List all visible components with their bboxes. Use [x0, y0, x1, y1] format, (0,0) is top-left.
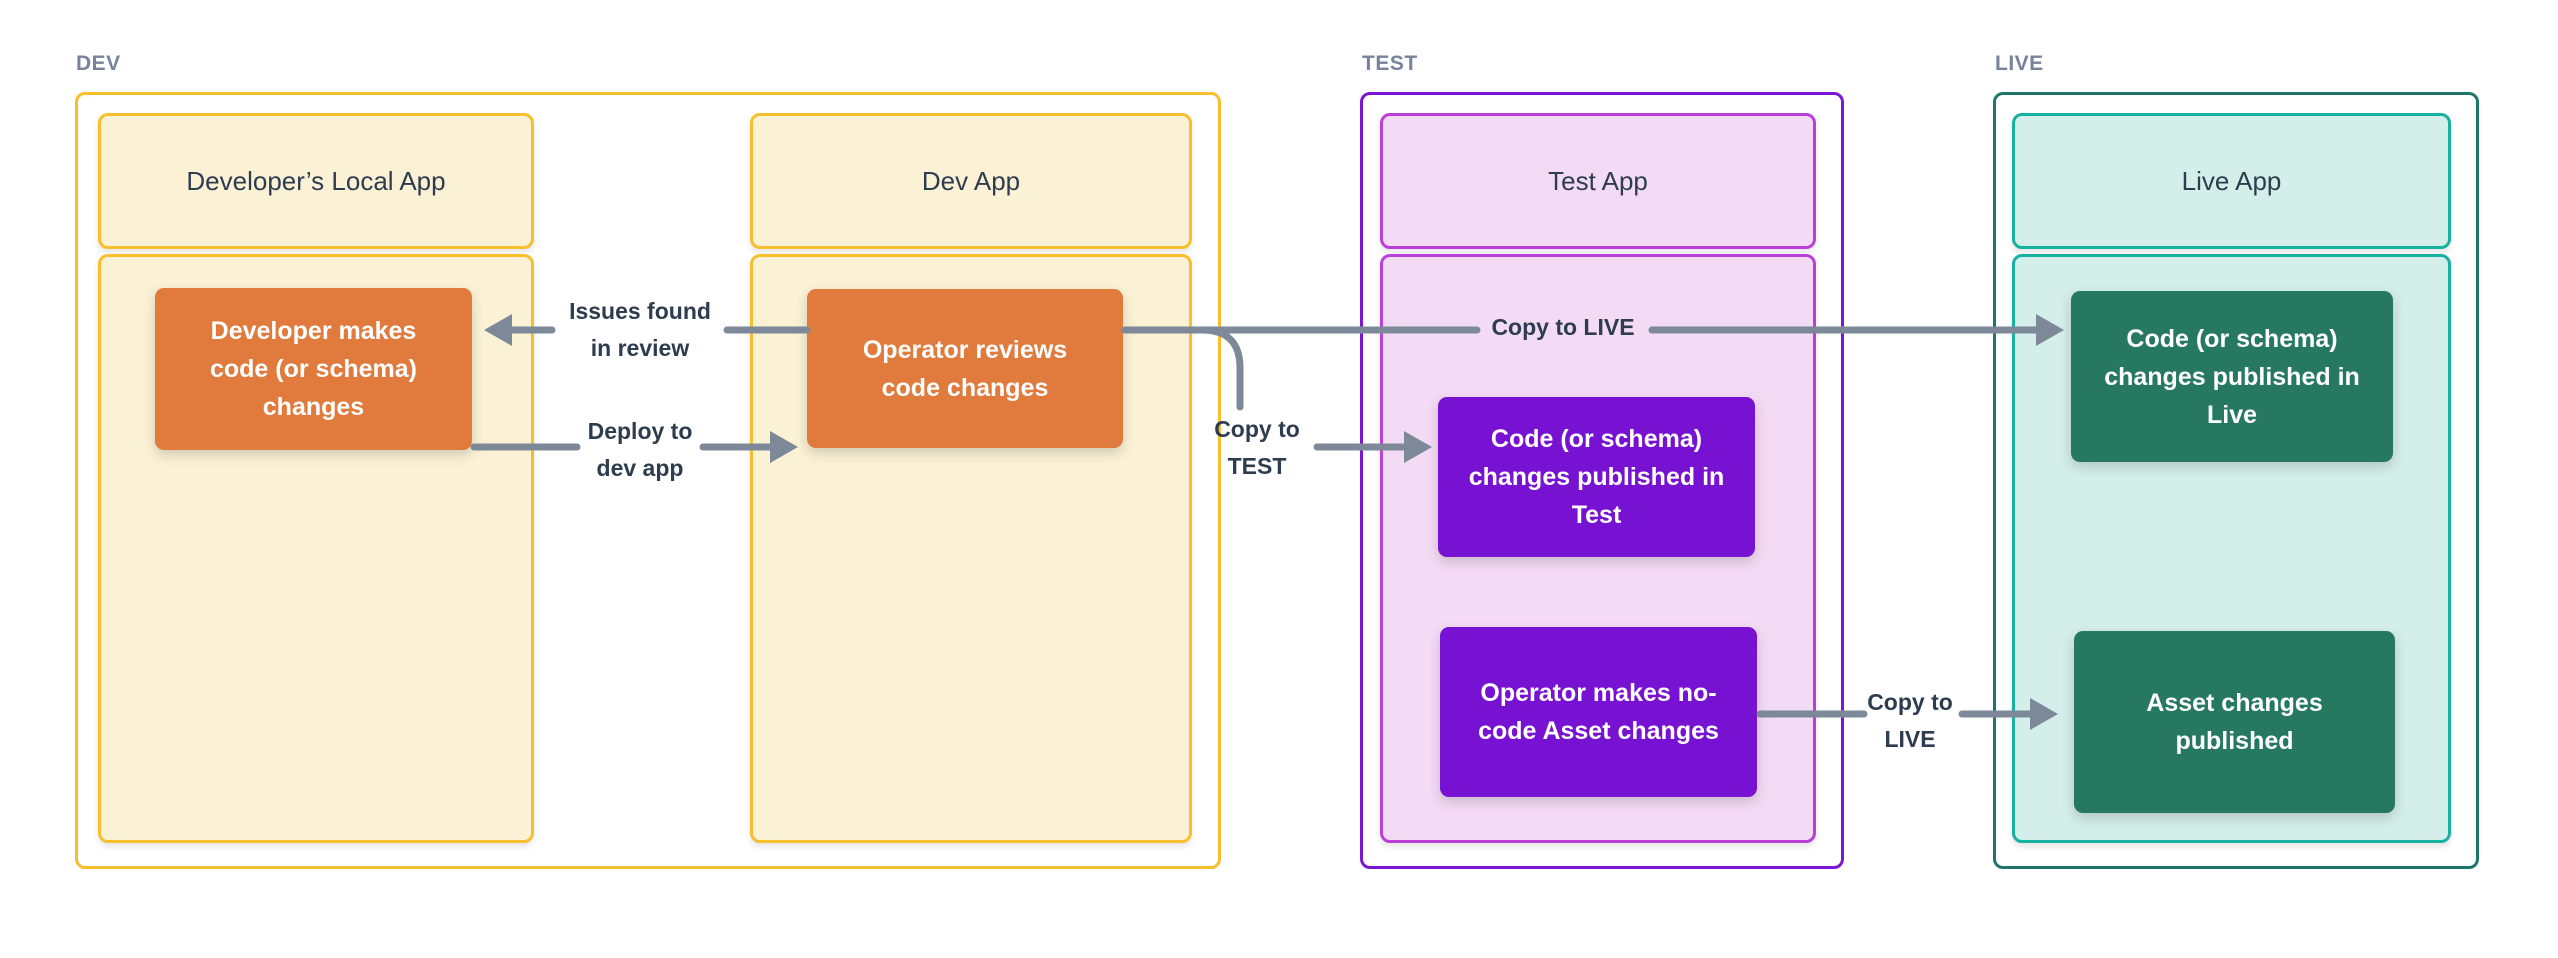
group-box-dev	[75, 92, 1221, 869]
node-text-line: code (or schema)	[209, 355, 417, 383]
container-title-local-app: Developer’s Local App	[98, 113, 534, 249]
container-title-live-app: Live App	[2012, 113, 2451, 249]
container-local-app: Developer’s Local App	[98, 113, 534, 843]
node-text-line: Operator makes no-	[1480, 679, 1717, 707]
node-text-line: changes	[262, 393, 365, 421]
node-text-line: Asset changes	[2146, 689, 2323, 717]
edge-label-copy-to-live-top: Copy to LIVE	[1455, 309, 1671, 346]
group-box-live	[1993, 92, 2479, 869]
group-label-live: LIVE	[1995, 52, 2044, 75]
node-text-line: published	[2175, 727, 2294, 755]
edge-label-line: Deploy to	[587, 418, 693, 444]
edge-label-issues-found: Issues found in review	[510, 293, 770, 367]
node-text-line: Test	[1571, 501, 1622, 529]
node-published-in-live: Code (or schema) changes published in Li…	[2071, 291, 2393, 462]
node-text-line: Operator reviews	[862, 335, 1068, 364]
edge-label-line: Copy to	[1214, 416, 1300, 442]
group-label-test: TEST	[1362, 52, 1418, 75]
node-text-line: Code (or schema)	[1490, 425, 1703, 453]
node-text-line: changes published in	[1468, 463, 1725, 491]
node-text-line: Live	[2206, 400, 2258, 429]
container-title-test-app: Test App	[1380, 113, 1816, 249]
edge-label-line: Copy to	[1867, 689, 1953, 715]
edge-label-line: dev app	[596, 455, 684, 481]
edge-label-deploy: Deploy to dev app	[510, 413, 770, 487]
node-text-line: Code (or schema)	[2126, 324, 2338, 353]
edge-label-copy-to-test: Copy to TEST	[1157, 411, 1357, 485]
node-text-line: code Asset changes	[1478, 717, 1719, 745]
node-text-line: changes published in	[2104, 362, 2360, 391]
container-dev-app: Dev App	[750, 113, 1192, 843]
node-operator-asset-changes: Operator makes no- code Asset changes	[1440, 627, 1757, 797]
group-box-test	[1360, 92, 1844, 869]
node-developer-makes-changes: Developer makes code (or schema) changes	[155, 288, 472, 450]
edge-label-line: in review	[590, 335, 690, 361]
node-asset-changes-published: Asset changes published	[2074, 631, 2395, 813]
node-operator-reviews: Operator reviews code changes	[807, 289, 1123, 448]
edge-label-line: Issues found	[569, 298, 711, 324]
group-label-dev: DEV	[76, 52, 121, 75]
edge-label-line: TEST	[1227, 453, 1287, 479]
edge-label-copy-to-live-bottom: Copy to LIVE	[1812, 684, 2008, 758]
node-text-line: Developer makes	[210, 317, 417, 345]
node-published-in-test: Code (or schema) changes published in Te…	[1438, 397, 1755, 557]
edge-label-line: Copy to LIVE	[1491, 314, 1635, 340]
node-text-line: code changes	[881, 373, 1049, 402]
container-title-dev-app: Dev App	[750, 113, 1192, 249]
edge-label-line: LIVE	[1884, 726, 1936, 752]
